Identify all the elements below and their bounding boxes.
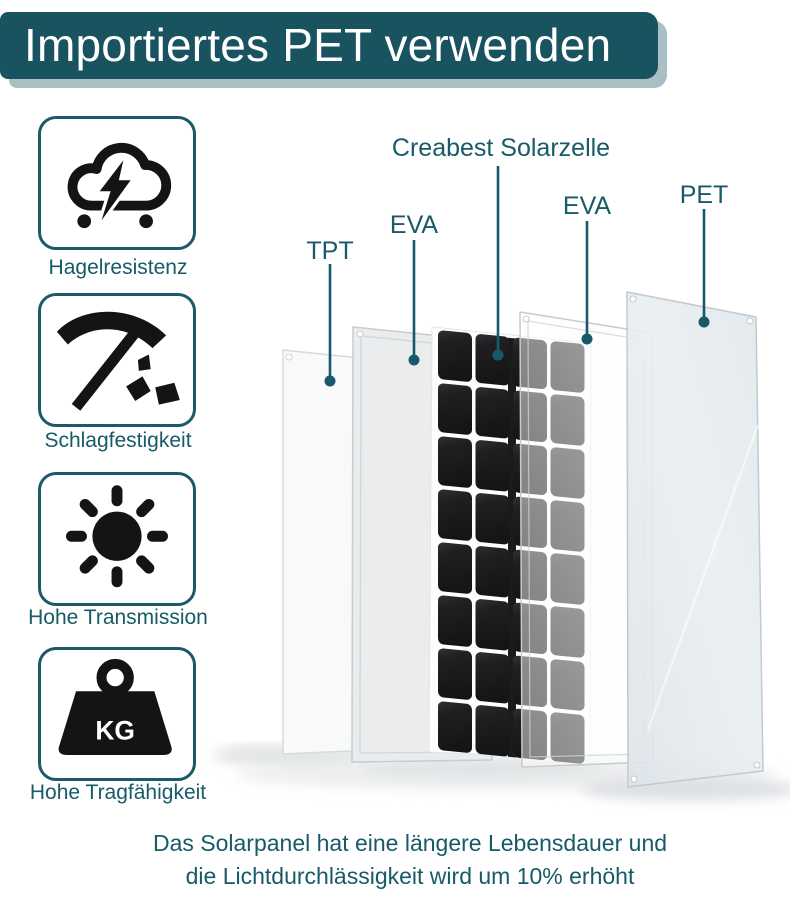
corner-hole (285, 353, 293, 361)
feature-label-load: Hohe Tragfähigkeit (29, 781, 207, 804)
page-title: Importiertes PET verwenden (24, 19, 612, 71)
pointer-lines (328, 166, 706, 380)
pointer-dots (324, 316, 710, 387)
corner-hole (630, 775, 638, 783)
solar-cell (475, 440, 510, 492)
pointer-dot-eva-back (581, 333, 593, 345)
layer-label-tpt: TPT (306, 237, 354, 265)
solar-cell (475, 387, 510, 439)
solar-cell (438, 436, 472, 488)
corner-hole (356, 330, 364, 338)
pointer-dot-eva-front (408, 354, 420, 366)
sun-icon (66, 485, 168, 588)
solar-cell (475, 705, 510, 757)
layer-label-pet: PET (679, 181, 729, 209)
footer-caption: Das Solarpanel hat eine längere Lebensda… (45, 827, 775, 893)
footer-line-2: die Lichtdurchlässigkeit wird um 10% erh… (185, 863, 635, 889)
feature-box-transmission (38, 472, 196, 606)
feature-label-hail: Hagelresistenz (48, 256, 188, 279)
solar-cell (438, 542, 472, 594)
pointer-dot-solar-cell (492, 349, 504, 361)
pointer-dot-tpt (324, 375, 336, 387)
weight-kg-icon: KG (58, 658, 172, 755)
solar-cell (475, 599, 510, 651)
corner-hole (629, 295, 637, 303)
solar-cell (475, 652, 510, 704)
feature-box-load: KG (38, 647, 196, 781)
header-banner: Importiertes PET verwenden (0, 12, 658, 79)
solar-cell (438, 330, 472, 382)
solar-cell (438, 648, 472, 700)
feature-label-impact: Schlagfestigkeit (44, 429, 192, 452)
pickaxe-icon (56, 311, 180, 411)
feature-box-hail (38, 116, 196, 250)
corner-hole (522, 315, 530, 323)
solar-cell (438, 701, 472, 753)
solar-cell (438, 383, 472, 435)
feature-box-impact (38, 293, 196, 427)
footer-line-1: Das Solarpanel hat eine längere Lebensda… (152, 830, 668, 856)
solar-cell (475, 546, 510, 598)
layer-label-solar-cell: Creabest Solarzelle (391, 134, 611, 162)
sheet-pet (626, 291, 764, 788)
solar-cell (438, 595, 472, 647)
solar-cell (475, 493, 510, 545)
corner-hole (746, 317, 754, 325)
corner-hole (753, 761, 761, 769)
weight-kg-text: KG (95, 715, 135, 745)
layer-label-eva-back: EVA (562, 192, 612, 220)
layer-label-eva-front: EVA (389, 211, 439, 239)
storm-cloud-icon (67, 142, 172, 229)
solar-cell (475, 334, 510, 386)
solar-cell (438, 489, 472, 541)
pointer-dot-pet (698, 316, 710, 328)
feature-label-transmission: Hohe Transmission (28, 606, 208, 629)
